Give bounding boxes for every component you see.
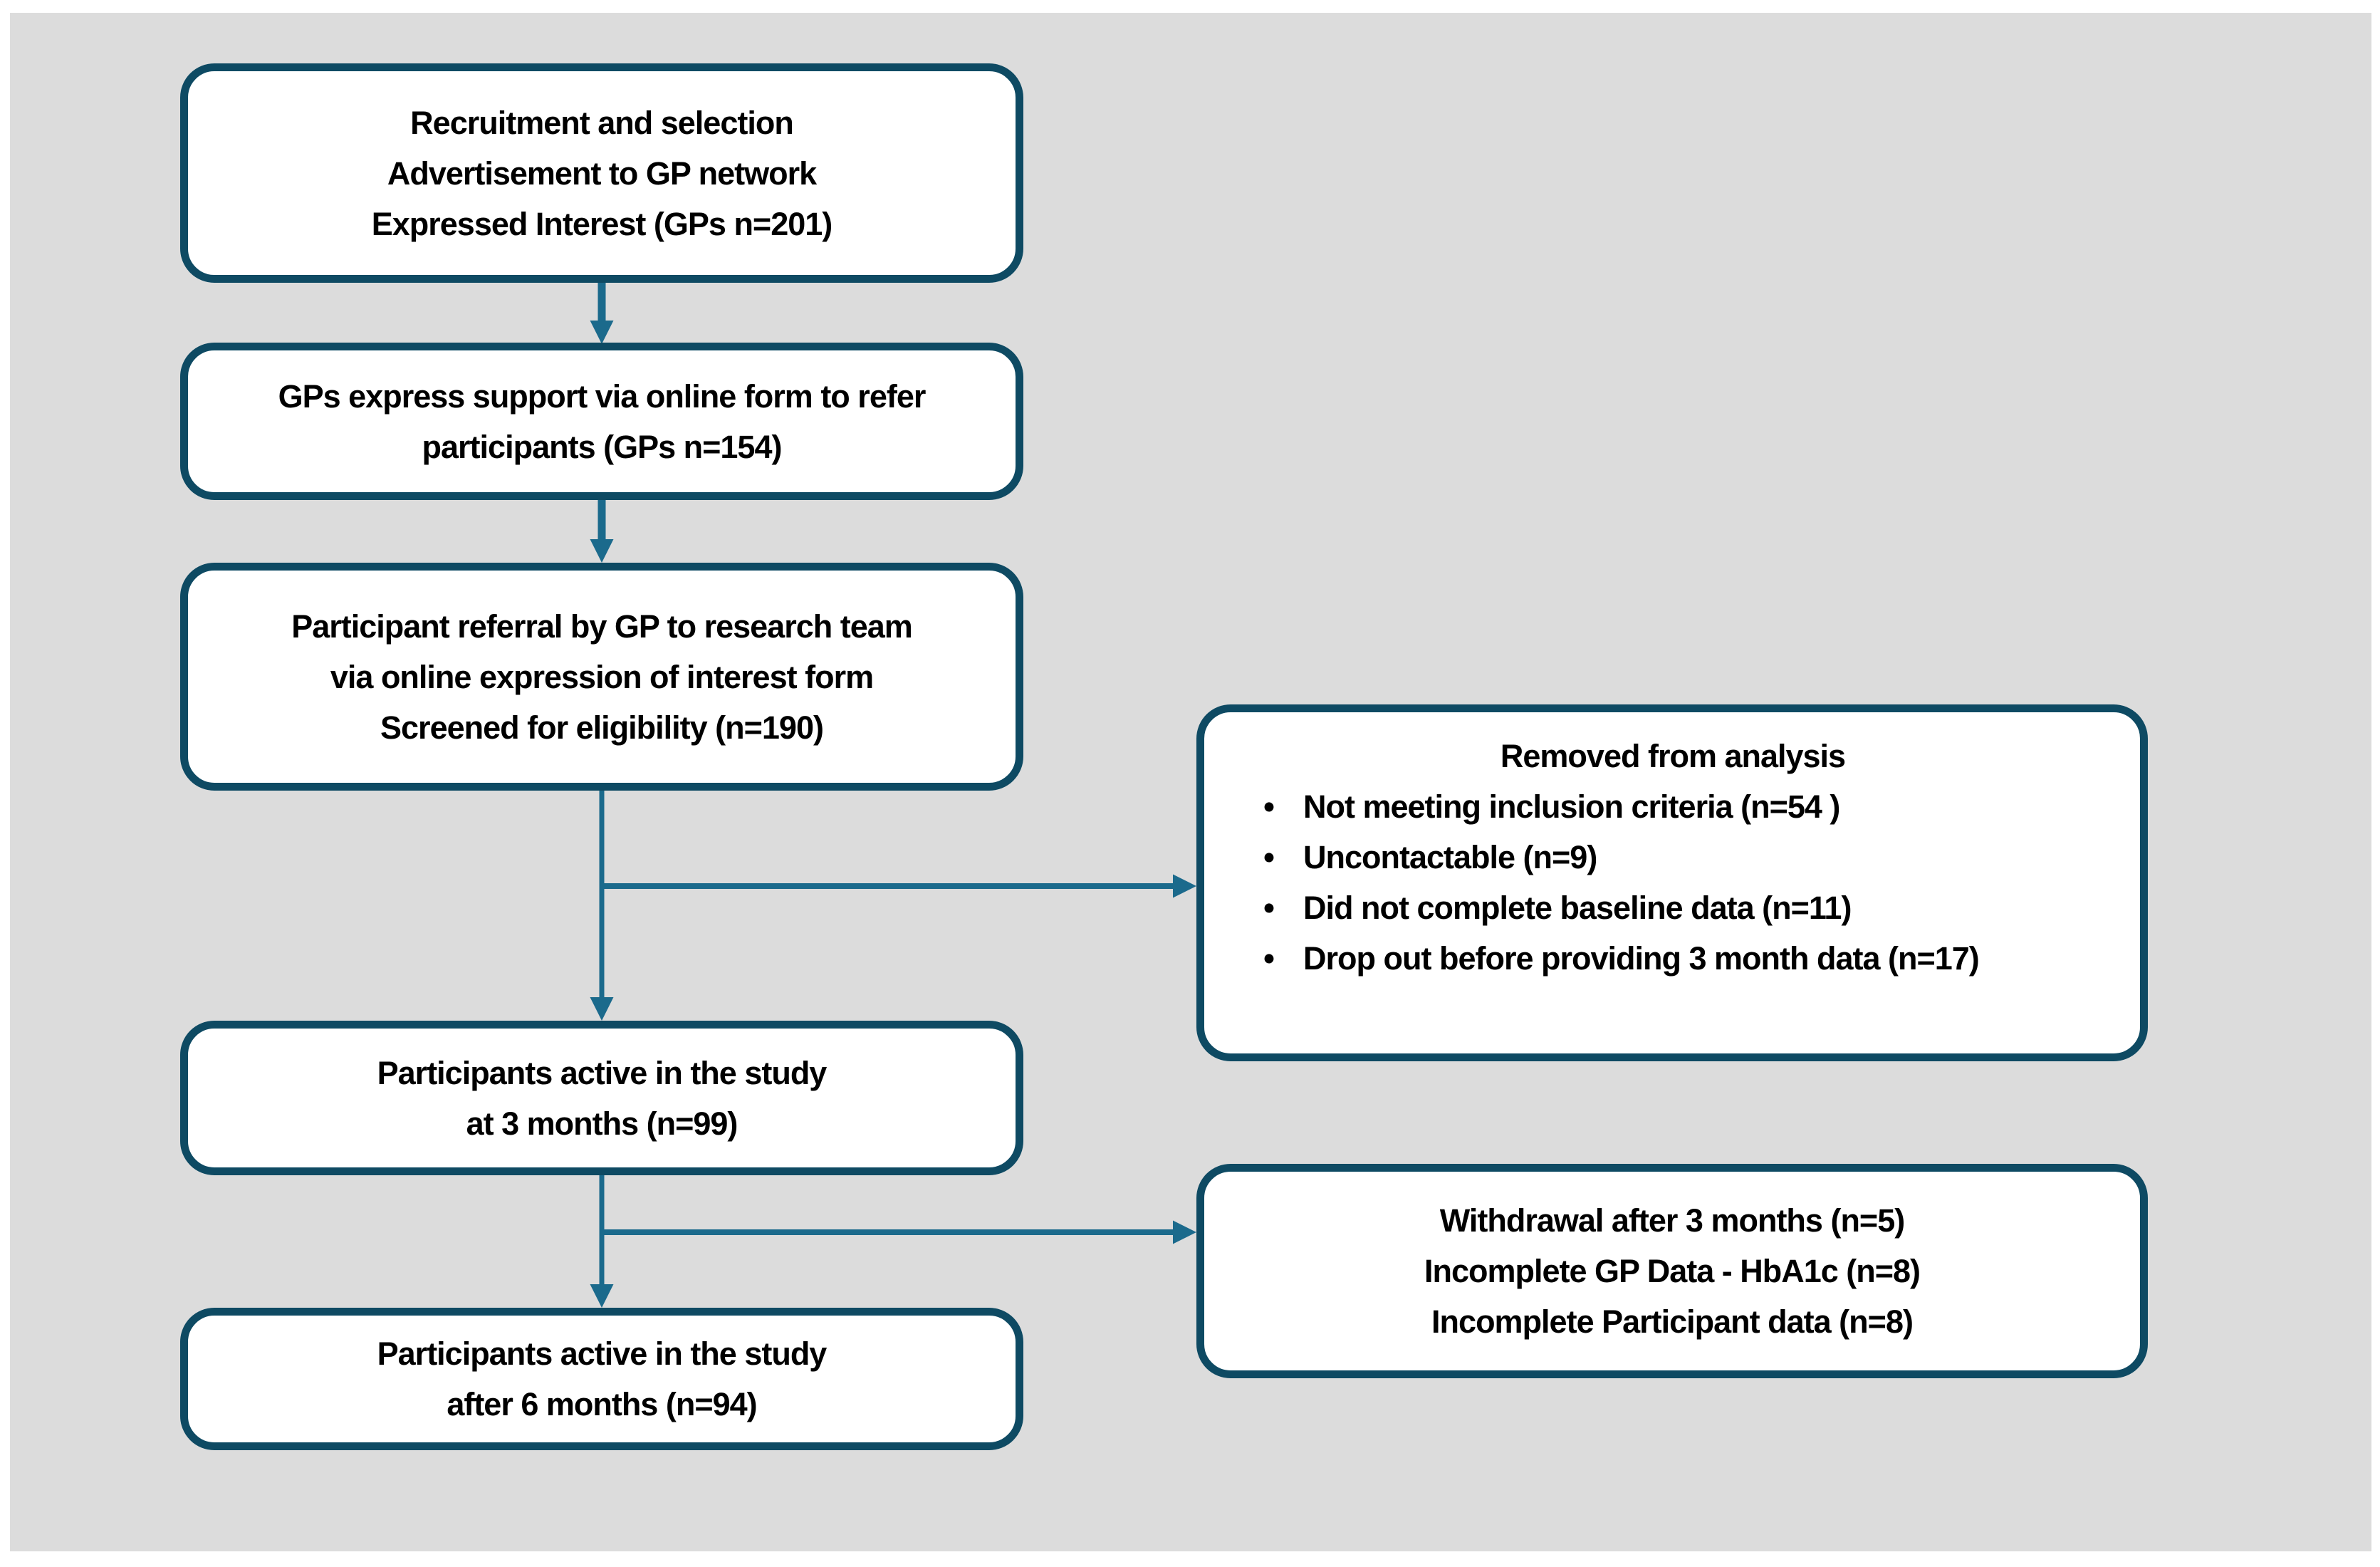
node-withdrawal-incomplete: Withdrawal after 3 months (n=5) Incomple…: [1196, 1164, 2148, 1378]
node-line: Withdrawal after 3 months (n=5): [1439, 1202, 1905, 1239]
node-active-6-months: Participants active in the study after 6…: [180, 1308, 1023, 1450]
bullet-icon: •: [1263, 788, 1275, 825]
bullet-icon: •: [1263, 940, 1275, 977]
bullet-text: Did not complete baseline data (n=11): [1303, 890, 1852, 926]
removed-title: Removed from analysis: [1500, 738, 1846, 774]
node-line: Incomplete Participant data (n=8): [1431, 1303, 1914, 1340]
node-line: Recruitment and selection: [410, 104, 794, 141]
node-removed-from-analysis: Removed from analysis • Not meeting incl…: [1196, 704, 2148, 1061]
node-line: Advertisement to GP network: [387, 155, 817, 192]
node-line: participants (GPs n=154): [422, 428, 783, 465]
bullet-item: • Uncontactable (n=9): [1234, 832, 2112, 883]
bullet-icon: •: [1263, 890, 1275, 926]
node-line: Incomplete GP Data - HbA1c (n=8): [1424, 1253, 1921, 1289]
node-line: via online expression of interest form: [330, 658, 874, 695]
bullet-item: • Drop out before providing 3 month data…: [1234, 933, 2112, 984]
node-line: Expressed Interest (GPs n=201): [371, 205, 833, 242]
node-line: after 6 months (n=94): [447, 1386, 757, 1422]
node-line: at 3 months (n=99): [466, 1105, 738, 1142]
bullet-item: • Not meeting inclusion criteria (n=54 ): [1234, 781, 2112, 832]
node-gp-support: GPs express support via online form to r…: [180, 343, 1023, 500]
node-line: Participants active in the study: [377, 1336, 828, 1372]
node-active-3-months: Participants active in the study at 3 mo…: [180, 1021, 1023, 1175]
node-referral-screening: Participant referral by GP to research t…: [180, 563, 1023, 791]
bullet-text: Not meeting inclusion criteria (n=54 ): [1303, 788, 1840, 825]
node-line: Participant referral by GP to research t…: [291, 608, 913, 645]
node-line: GPs express support via online form to r…: [278, 378, 927, 415]
bullet-icon: •: [1263, 839, 1275, 875]
node-line: Participants active in the study: [377, 1054, 828, 1091]
bullet-text: Uncontactable (n=9): [1303, 839, 1597, 875]
bullet-item: • Did not complete baseline data (n=11): [1234, 883, 2112, 933]
node-recruitment: Recruitment and selection Advertisement …: [180, 63, 1023, 283]
bullet-text: Drop out before providing 3 month data (…: [1303, 940, 1980, 977]
node-line: Screened for eligibility (n=190): [380, 709, 824, 746]
